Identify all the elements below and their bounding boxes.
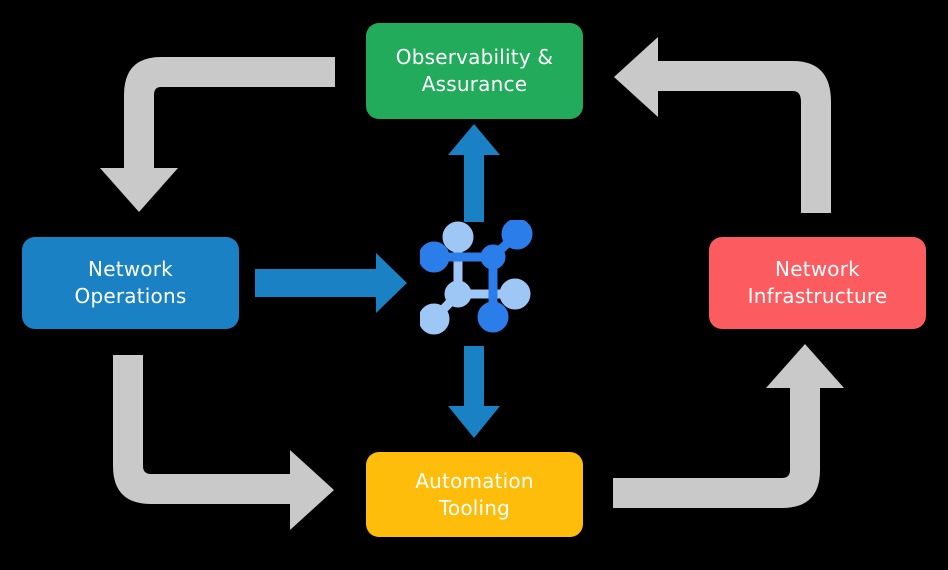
icon-secondary-graph <box>418 221 531 335</box>
box-network-operations-line2: Operations <box>74 284 187 308</box>
network-topology-icon-svg <box>418 218 533 335</box>
box-automation-tooling-line2: Tooling <box>438 495 511 520</box>
arrow-observability-to-operations <box>100 57 335 212</box>
arrow-infrastructure-to-observability <box>614 37 831 213</box>
arrow-center-to-automation <box>448 346 500 438</box>
arrow-operations-to-automation <box>113 355 334 530</box>
arrow-automation-to-infrastructure <box>613 344 844 508</box>
box-observability-label: Observability & Assurance <box>396 44 553 98</box>
network-topology-icon <box>418 218 536 336</box>
box-automation-tooling-line1: Automation <box>415 468 534 493</box>
box-network-infrastructure-line2: Infrastructure <box>747 284 888 308</box>
box-network-operations[interactable]: Network Operations <box>22 237 239 329</box>
arrow-center-to-observability <box>448 124 500 222</box>
box-automation-tooling-label: Automation Tooling <box>415 468 533 522</box>
box-network-infrastructure-label: Network Infrastructure <box>748 256 888 310</box>
box-automation-tooling[interactable]: Automation Tooling <box>366 452 583 537</box>
box-network-operations-line1: Network <box>88 257 173 281</box>
box-observability-line1: Observability & <box>395 45 554 69</box>
box-network-operations-label: Network Operations <box>75 256 187 310</box>
icon-primary-graph <box>418 218 533 333</box>
box-observability-assurance[interactable]: Observability & Assurance <box>366 23 583 119</box>
box-network-infrastructure[interactable]: Network Infrastructure <box>709 237 926 329</box>
box-observability-line2: Assurance <box>421 72 528 96</box>
arrow-operations-to-center <box>255 253 407 313</box>
box-network-infrastructure-line1: Network <box>775 257 860 281</box>
